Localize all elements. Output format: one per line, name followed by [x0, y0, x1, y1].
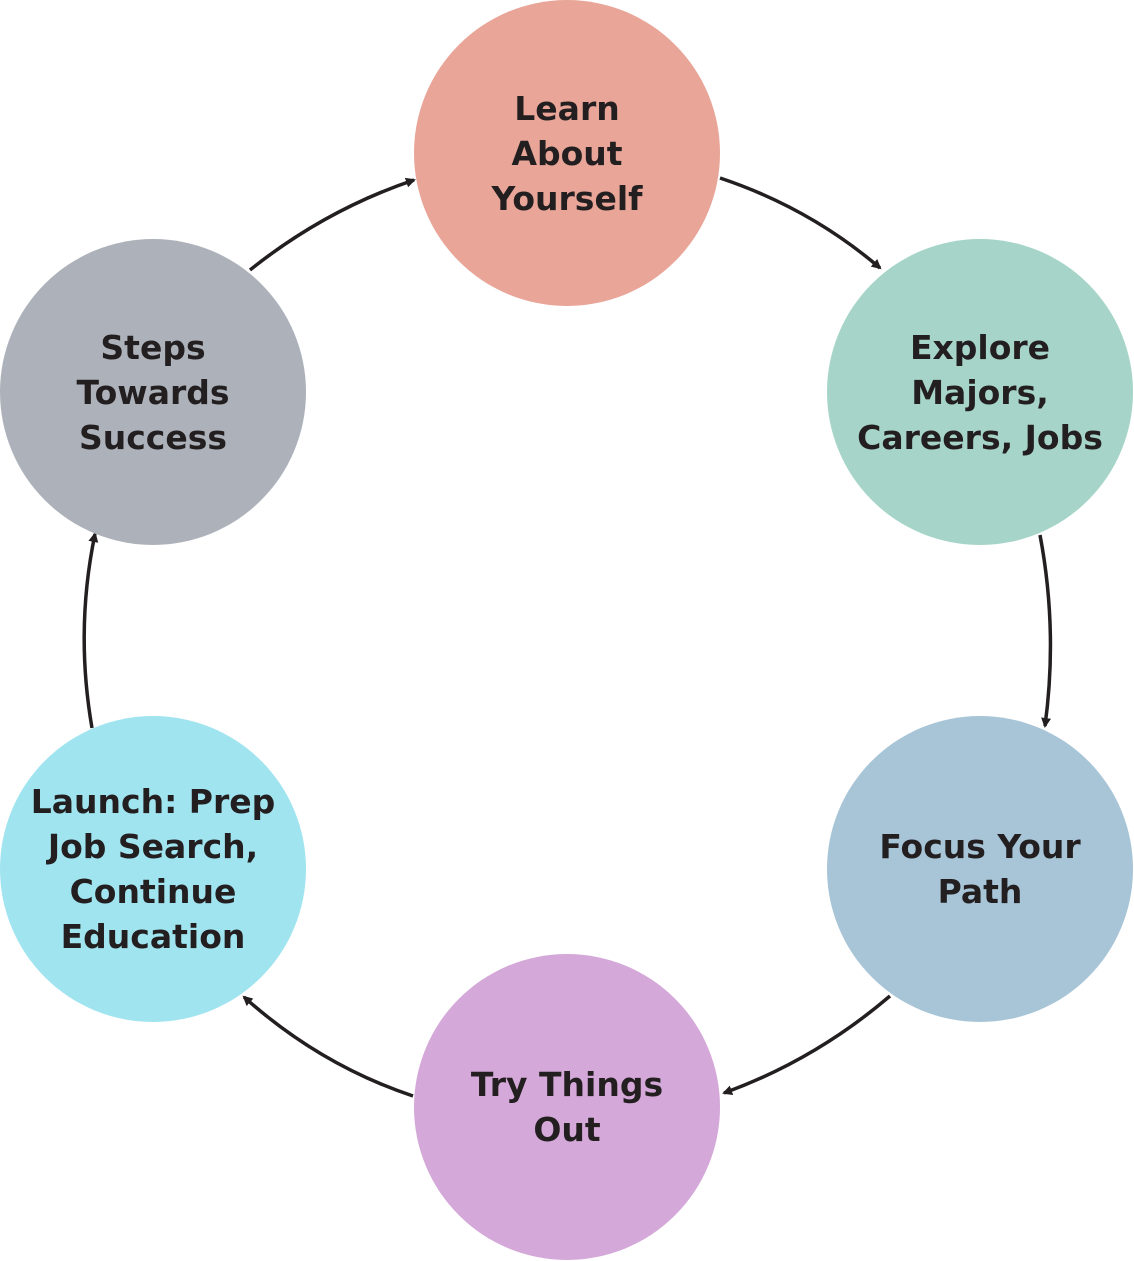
step-label-line: Careers, Jobs — [857, 417, 1103, 457]
step-label-line: Majors, — [911, 372, 1049, 412]
step-explore-majors: Explore Majors, Careers, Jobs — [827, 239, 1133, 545]
step-label-line: Yourself — [491, 178, 643, 218]
arrow-steps-to-learn — [248, 177, 416, 272]
step-learn-about-yourself: Learn About Yourself — [414, 0, 720, 306]
step-steps-towards-success: Steps Towards Success — [0, 239, 306, 545]
step-try-things-out: Try Things Out — [414, 954, 720, 1260]
step-label-line: Learn — [514, 88, 620, 128]
step-label-line: Out — [533, 1110, 601, 1149]
arrow-focus-to-try — [722, 994, 892, 1095]
step-label-line: Success — [78, 417, 228, 457]
arrow-explore-to-focus — [1038, 534, 1053, 728]
step-label-line: Education — [60, 917, 246, 956]
step-label-line: Try Things — [470, 1065, 664, 1104]
arrow-launch-to-steps — [82, 532, 99, 729]
arrow-learn-to-explore — [719, 176, 882, 270]
step-label-line: Towards — [76, 372, 230, 412]
step-label-line: Explore — [909, 327, 1051, 367]
arrow-try-to-launch — [242, 995, 414, 1098]
step-label-line: Continue — [69, 872, 237, 911]
step-label-line: Path — [937, 872, 1023, 911]
step-launch: Launch: Prep Job Search, Continue Educat… — [0, 716, 306, 1022]
step-label-line: Launch: Prep — [30, 782, 276, 821]
step-label-line: Focus Your — [879, 827, 1081, 866]
step-label-line: About — [511, 133, 623, 173]
step-focus-your-path: Focus Your Path — [827, 716, 1133, 1022]
step-label-line: Job Search, — [47, 827, 259, 866]
step-label-line: Steps — [100, 327, 206, 367]
